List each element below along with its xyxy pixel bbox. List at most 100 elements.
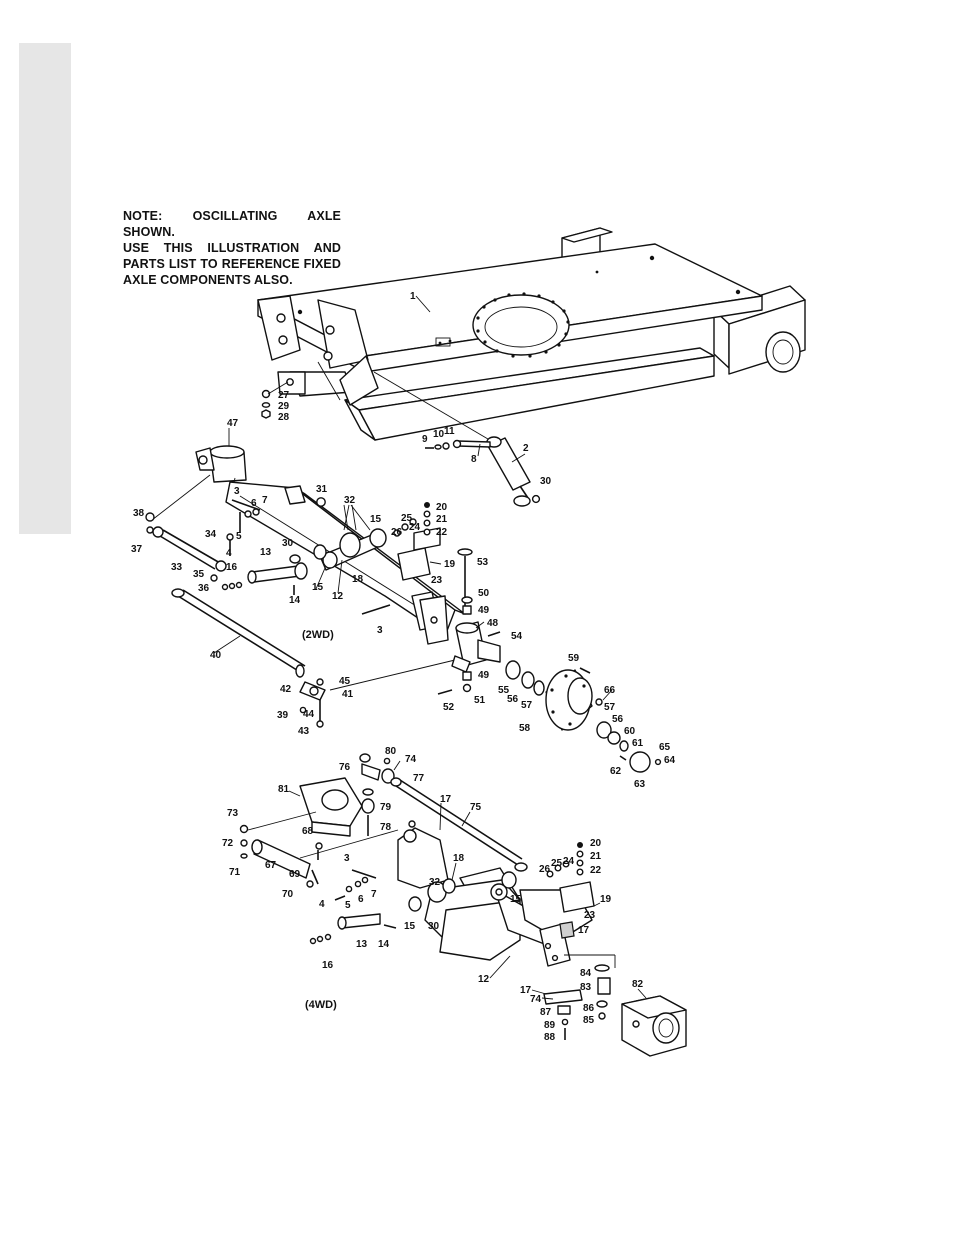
callout-number: 58 (519, 723, 531, 734)
callout-number: 2 (523, 443, 529, 454)
callout-number: 1 (410, 291, 416, 302)
callout-number: 51 (474, 695, 486, 706)
callout-number: 31 (316, 484, 328, 495)
callout-number: 4 (226, 548, 232, 559)
callout-number: 64 (664, 755, 676, 766)
callout-number: 30 (428, 921, 440, 932)
callout-number: 83 (580, 982, 592, 993)
callout-number: 49 (478, 670, 490, 681)
callout-number: 47 (227, 418, 239, 429)
leader-lines (213, 295, 647, 1000)
callout-number: 25 (551, 858, 563, 869)
view-label-2wd: (2WD) (302, 629, 334, 641)
callout-number: 49 (478, 605, 490, 616)
callout-number: 3 (377, 625, 383, 636)
callouts-2wd: 47 38 37 3 6 7 31 32 15 25 26 24 20 21 2… (131, 418, 676, 790)
callout-number: 32 (429, 877, 441, 888)
callout-number: 79 (380, 802, 392, 813)
callout-number: 3 (234, 486, 240, 497)
callout-number: 6 (251, 498, 257, 509)
callout-number: 68 (302, 826, 314, 837)
callout-number: 89 (544, 1020, 556, 1031)
callout-number: 24 (409, 522, 421, 533)
callouts-4wd: 80 74 76 77 81 79 78 17 75 73 68 72 71 6… (222, 746, 644, 1043)
callout-number: 61 (632, 738, 644, 749)
callout-number: 82 (632, 979, 644, 990)
callout-number: 37 (131, 544, 143, 555)
steering-cylinder-2 (373, 371, 541, 507)
callout-number: 28 (278, 412, 290, 423)
callout-number: 12 (332, 591, 344, 602)
callout-number: 56 (612, 714, 624, 725)
callout-number: 73 (227, 808, 239, 819)
callout-number: 55 (498, 685, 510, 696)
callout-number: 18 (352, 574, 364, 585)
callout-number: 66 (604, 685, 616, 696)
callout-number: 17 (520, 985, 532, 996)
callout-number: 16 (322, 960, 334, 971)
callout-number: 85 (583, 1015, 595, 1026)
callout-number: 4 (319, 899, 325, 910)
callout-number: 62 (610, 766, 622, 777)
callout-number: 34 (205, 529, 217, 540)
callout-number: 84 (580, 968, 592, 979)
callout-number: 15 (370, 514, 382, 525)
callout-number: 10 (433, 429, 445, 440)
callout-number: 40 (210, 650, 222, 661)
callout-number: 48 (487, 618, 499, 629)
callout-number: 43 (298, 726, 310, 737)
note-line: PARTS LIST TO REFERENCE FIXED (123, 257, 341, 271)
callout-number: 13 (260, 547, 272, 558)
callout-number: 8 (471, 454, 477, 465)
callout-number: 14 (378, 939, 390, 950)
callout-number: 80 (385, 746, 397, 757)
callout-number: 67 (265, 860, 277, 871)
view-label-4wd: (4WD) (305, 999, 337, 1011)
callout-number: 65 (659, 742, 671, 753)
note-text: NOTE: OSCILLATING AXLE SHOWN. USE THIS I… (123, 208, 341, 288)
callout-number: 19 (600, 894, 612, 905)
callout-number: 25 (401, 513, 413, 524)
callout-number: 11 (444, 426, 455, 437)
note-line: AXLE COMPONENTS ALSO. (123, 273, 293, 287)
axle-4wd (239, 753, 687, 1057)
callout-number: 78 (380, 822, 392, 833)
callout-number: 15 (510, 894, 522, 905)
callout-number: 57 (604, 702, 616, 713)
callout-number: 12 (478, 974, 490, 985)
callout-number: 20 (590, 838, 602, 849)
callout-number: 22 (590, 865, 602, 876)
callout-number: 26 (539, 864, 551, 875)
callout-number: 59 (568, 653, 580, 664)
callout-number: 35 (193, 569, 205, 580)
callout-number: 57 (521, 700, 533, 711)
callout-number: 18 (453, 853, 465, 864)
callout-number: 38 (133, 508, 145, 519)
callout-number: 36 (198, 583, 210, 594)
callout-number: 41 (342, 689, 354, 700)
callout-number: 30 (540, 476, 552, 487)
callout-number: 6 (358, 894, 364, 905)
callout-number: 22 (436, 527, 448, 538)
axle-2wd (145, 445, 662, 773)
callout-number: 71 (229, 867, 241, 878)
callout-number: 75 (470, 802, 482, 813)
callout-number: 23 (584, 910, 596, 921)
callout-number: 33 (171, 562, 183, 573)
callout-number: 20 (436, 502, 448, 513)
callout-number: 23 (431, 575, 443, 586)
callout-number: 74 (405, 754, 417, 765)
callout-number: 74 (530, 994, 542, 1005)
callout-number: 27 (278, 390, 290, 401)
callout-number: 87 (540, 1007, 552, 1018)
callout-number: 42 (280, 684, 292, 695)
callout-number: 21 (590, 851, 602, 862)
callout-number: 45 (339, 676, 351, 687)
callout-number: 56 (507, 694, 519, 705)
callout-number: 3 (344, 853, 350, 864)
callout-number: 50 (478, 588, 490, 599)
callout-number: 21 (436, 514, 448, 525)
callout-number: 17 (440, 794, 452, 805)
callout-number: 76 (339, 762, 351, 773)
main-frame (257, 227, 806, 441)
